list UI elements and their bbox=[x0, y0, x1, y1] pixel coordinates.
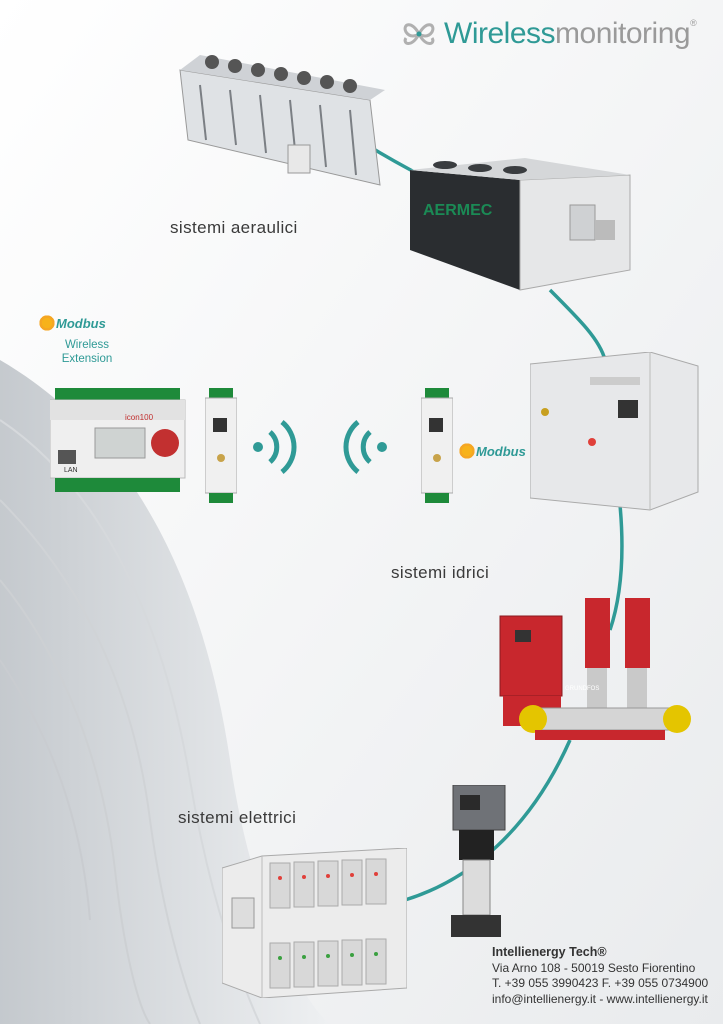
company-contact[interactable]: info@intellienergy.it - www.intellienerg… bbox=[492, 991, 708, 1006]
brand-wireless: Wireless bbox=[444, 17, 556, 50]
modbus-text: Modbus bbox=[56, 315, 106, 331]
connection-line bbox=[371, 146, 624, 902]
wireless-module-right bbox=[421, 388, 453, 503]
chiller-image: AERMEC bbox=[410, 158, 631, 291]
brand-monitoring: monitoring bbox=[555, 17, 691, 50]
modbus-text: Modbus bbox=[476, 443, 526, 459]
caption-idrici: sistemi idrici bbox=[391, 563, 490, 582]
brand-header: Wireless monitoring ® bbox=[398, 14, 697, 54]
wireless-signal-left-icon bbox=[343, 420, 387, 474]
wireless-module-left bbox=[205, 388, 237, 503]
pump-brand: GRUNDFOS bbox=[565, 686, 599, 692]
modbus-logo-right: Modbus bbox=[458, 442, 526, 460]
company-name: Intellienergy Tech® bbox=[492, 945, 607, 959]
water-unit-image bbox=[530, 352, 699, 511]
pump-set-image: GRUNDFOS bbox=[499, 598, 691, 740]
ext-line2: Extension bbox=[61, 353, 113, 365]
modbus-logo-left: Modbus bbox=[38, 314, 106, 332]
device-brand: icon100 bbox=[125, 413, 154, 422]
caption-elettrici: sistemi elettrici bbox=[178, 808, 297, 827]
vertical-pump-image bbox=[451, 785, 506, 937]
sun-icon bbox=[458, 442, 476, 460]
dry-cooler-image bbox=[179, 55, 385, 186]
icon100-controller-image: LAN icon100 bbox=[50, 388, 186, 492]
ext-line1: Wireless bbox=[64, 339, 110, 351]
clover-logo-icon bbox=[403, 23, 435, 45]
caption-aeraulici: sistemi aeraulici bbox=[170, 218, 298, 237]
company-address: Via Arno 108 - 50019 Sesto Fiorentino bbox=[492, 960, 696, 975]
company-info: Intellienergy Tech® Via Arno 108 - 50019… bbox=[492, 945, 708, 1007]
brand-registered: ® bbox=[690, 18, 697, 28]
chiller-brand: AERMEC bbox=[423, 202, 493, 219]
wireless-signal-right-icon bbox=[253, 420, 297, 474]
company-phone: T. +39 055 3990423 F. +39 055 0734900 bbox=[492, 976, 709, 990]
wireless-extension-text: Wireless Extension bbox=[52, 338, 122, 366]
lan-label: LAN bbox=[64, 467, 78, 474]
sun-icon bbox=[38, 314, 56, 332]
electrical-panel-image bbox=[222, 848, 407, 998]
